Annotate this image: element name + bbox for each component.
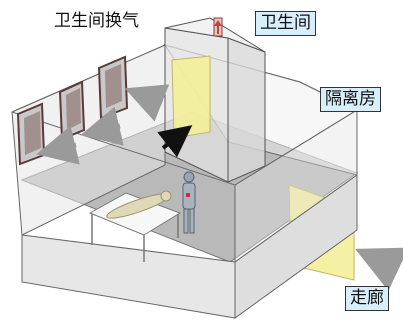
label-toilet-exhaust: 卫生间换气	[54, 11, 139, 31]
airflow-arrow-2	[80, 106, 124, 146]
right-base-wall	[234, 174, 358, 319]
exhaust-window-1	[16, 102, 46, 166]
exhaust-window-3	[97, 55, 129, 120]
exhaust-up-arrow-icon	[214, 20, 222, 34]
airflow-arrow-corridor	[355, 247, 403, 292]
bed	[88, 192, 182, 262]
exhaust-window-2	[58, 80, 86, 141]
airflow-arrow-1	[36, 125, 80, 165]
label-isolation-room: 隔离房	[320, 87, 381, 112]
toilet-door	[171, 55, 211, 139]
airflow-arrow-toilet	[157, 125, 193, 158]
patient-head	[160, 190, 172, 202]
toilet-cubicle-side	[227, 37, 266, 183]
label-toilet: 卫生间	[255, 11, 316, 36]
standing-person	[182, 171, 196, 234]
label-corridor: 走廊	[345, 286, 389, 311]
airflow-arrow-3	[124, 84, 170, 122]
